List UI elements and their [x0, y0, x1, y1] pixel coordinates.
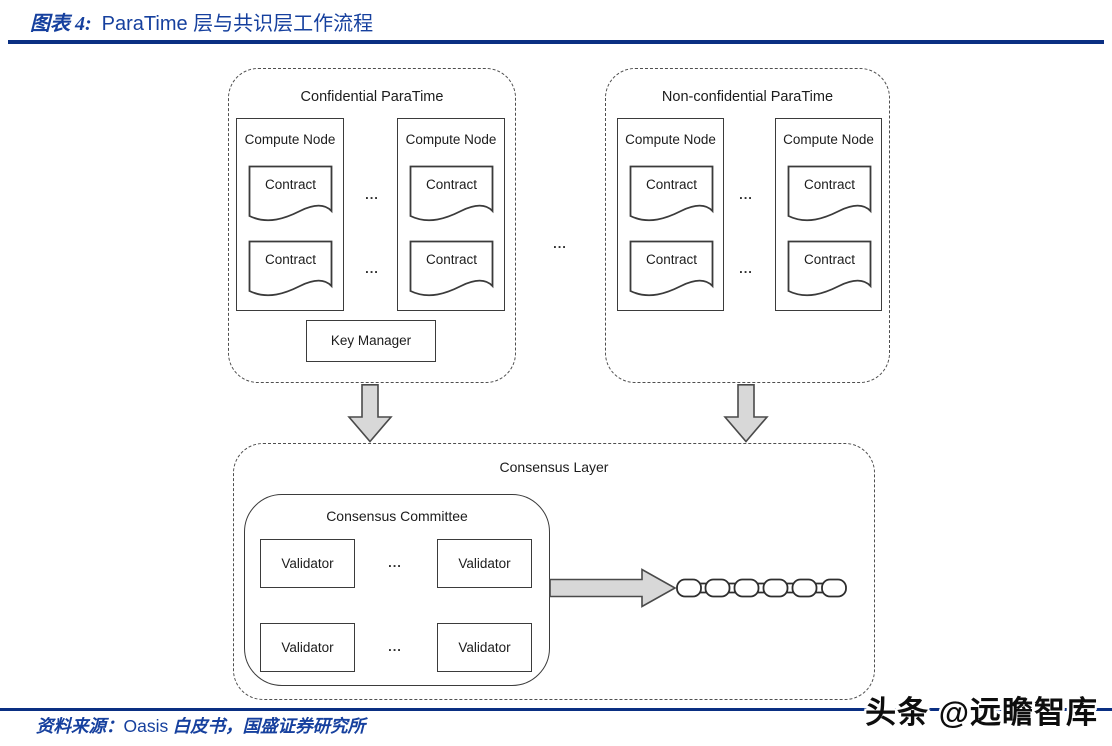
- consensus-layer-box: Consensus Layer Consensus Committee Vali…: [233, 443, 875, 700]
- contract-label: Contract: [264, 177, 317, 192]
- document-icon: [787, 165, 872, 222]
- consensus-committee-label: Consensus Committee: [326, 508, 468, 524]
- ellipsis-compute-nodes: ...: [365, 187, 379, 202]
- figure-title-text: ParaTime 层与共识层工作流程: [101, 13, 374, 35]
- validator-label: Validator: [458, 555, 511, 571]
- ellipsis-validators: ...: [388, 555, 402, 570]
- down-arrow-icon: [347, 384, 393, 443]
- down-arrow-icon: [723, 384, 769, 443]
- contract-shape: Contract: [787, 240, 872, 298]
- contract-shape: Contract: [629, 240, 714, 298]
- validator-label: Validator: [458, 639, 511, 655]
- confidential-paratime-label: Confidential ParaTime: [300, 89, 444, 105]
- compute-node-box: Compute Node Contract Contract: [617, 118, 724, 311]
- contract-shape: Contract: [629, 165, 714, 223]
- compute-node-label: Compute Node: [405, 132, 497, 147]
- compute-node-box: Compute Node Contract Contract: [236, 118, 344, 311]
- confidential-paratime-box: Confidential ParaTime Compute Node Contr…: [228, 68, 516, 383]
- validator-label: Validator: [281, 555, 334, 571]
- document-icon: [787, 240, 872, 297]
- ellipsis-compute-nodes: ...: [739, 187, 753, 202]
- document-icon: [409, 165, 494, 222]
- document-icon: [629, 240, 714, 297]
- source-latin: Oasis: [123, 716, 169, 736]
- ellipsis-paratimes: ...: [553, 236, 567, 251]
- nonconfidential-paratime-box: Non-confidential ParaTime Compute Node C…: [605, 68, 890, 383]
- validator-label: Validator: [281, 639, 334, 655]
- ellipsis-compute-nodes: ...: [739, 261, 753, 276]
- watermark-logo: 头条 @远瞻智库: [865, 695, 1098, 730]
- source-suffix: 白皮书，国盛证券研究所: [172, 716, 366, 736]
- nonconfidential-paratime-label: Non-confidential ParaTime: [661, 89, 834, 105]
- compute-node-box: Compute Node Contract Contract: [397, 118, 505, 311]
- contract-shape: Contract: [787, 165, 872, 223]
- contract-label: Contract: [803, 177, 856, 192]
- right-arrow-icon: [549, 568, 677, 608]
- figure-caption: 图表 4: ParaTime 层与共识层工作流程: [30, 7, 373, 36]
- document-icon: [409, 240, 494, 297]
- key-manager-box: Key Manager: [306, 320, 436, 362]
- contract-label: Contract: [645, 252, 698, 267]
- validator-box: Validator: [260, 539, 355, 588]
- contract-label: Contract: [425, 177, 478, 192]
- validator-box: Validator: [437, 623, 532, 672]
- compute-node-label: Compute Node: [244, 132, 336, 147]
- document-icon: [629, 165, 714, 222]
- consensus-committee-box: Consensus Committee Validator ... Valida…: [244, 494, 550, 686]
- validator-box: Validator: [437, 539, 532, 588]
- ellipsis-compute-nodes: ...: [365, 261, 379, 276]
- contract-label: Contract: [803, 252, 856, 267]
- top-divider-line: [8, 40, 1104, 44]
- bottom-divider-line: [0, 708, 1112, 712]
- source-prefix: 资料来源：: [36, 716, 124, 736]
- document-icon: [248, 240, 333, 297]
- key-manager-label: Key Manager: [330, 333, 412, 349]
- document-icon: [248, 165, 333, 222]
- blockchain-chain-icon: [676, 578, 847, 598]
- contract-shape: Contract: [409, 165, 494, 223]
- ellipsis-validators: ...: [388, 639, 402, 654]
- compute-node-box: Compute Node Contract Contract: [775, 118, 882, 311]
- consensus-layer-label: Consensus Layer: [499, 459, 609, 475]
- contract-shape: Contract: [248, 240, 333, 298]
- contract-shape: Contract: [409, 240, 494, 298]
- figure-number-label: 图表 4:: [30, 13, 92, 35]
- contract-label: Contract: [645, 177, 698, 192]
- contract-label: Contract: [264, 252, 317, 267]
- source-note: 资料来源：Oasis 白皮书，国盛证券研究所: [36, 713, 365, 738]
- validator-box: Validator: [260, 623, 355, 672]
- contract-label: Contract: [425, 252, 478, 267]
- contract-shape: Contract: [248, 165, 333, 223]
- compute-node-label: Compute Node: [783, 132, 874, 147]
- compute-node-label: Compute Node: [625, 132, 716, 147]
